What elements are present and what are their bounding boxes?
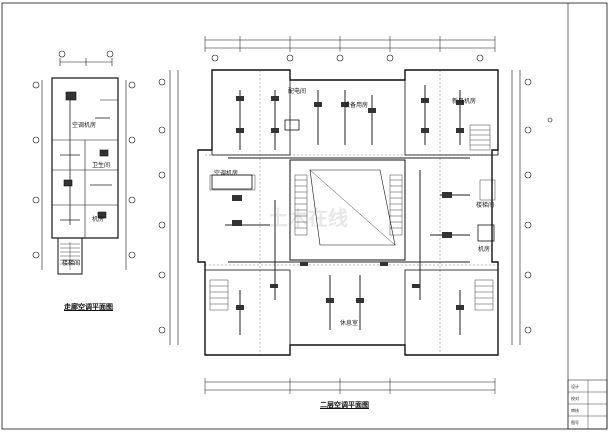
room-label-main-1: 新风机房 xyxy=(452,98,477,105)
room-label-main-5: 楼梯间 xyxy=(476,202,495,209)
title-block-row-1: 设计 xyxy=(571,384,579,389)
room-label-left-2: 卫生间 xyxy=(92,162,111,169)
left-plan xyxy=(32,50,136,275)
room-label-left-1: 空调机房 xyxy=(72,122,97,129)
room-label-main-4: 空调机房 xyxy=(214,170,239,177)
room-label-main-7: 休息室 xyxy=(340,320,359,327)
room-label-main-3: 设备用房 xyxy=(344,102,369,109)
sheet-border xyxy=(1,2,608,430)
main-plan-caption: 二层空调平面图 xyxy=(320,401,369,409)
watermark-text: 土木在线 xyxy=(268,206,348,230)
title-block-row-3: 审核 xyxy=(571,408,579,413)
room-label-left-3: 楼梯间 xyxy=(62,260,81,267)
room-label-left-4: 机房 xyxy=(92,216,105,223)
room-label-main-6: 机房 xyxy=(478,246,491,253)
title-block-row-2: 校对 xyxy=(571,396,579,401)
title-block-row-4: 图号 xyxy=(571,420,579,425)
room-label-main-2: 配电间 xyxy=(288,88,307,95)
main-plan xyxy=(158,36,553,394)
left-plan-caption: 走廊空调平面图 xyxy=(64,303,113,311)
title-block xyxy=(567,379,608,430)
